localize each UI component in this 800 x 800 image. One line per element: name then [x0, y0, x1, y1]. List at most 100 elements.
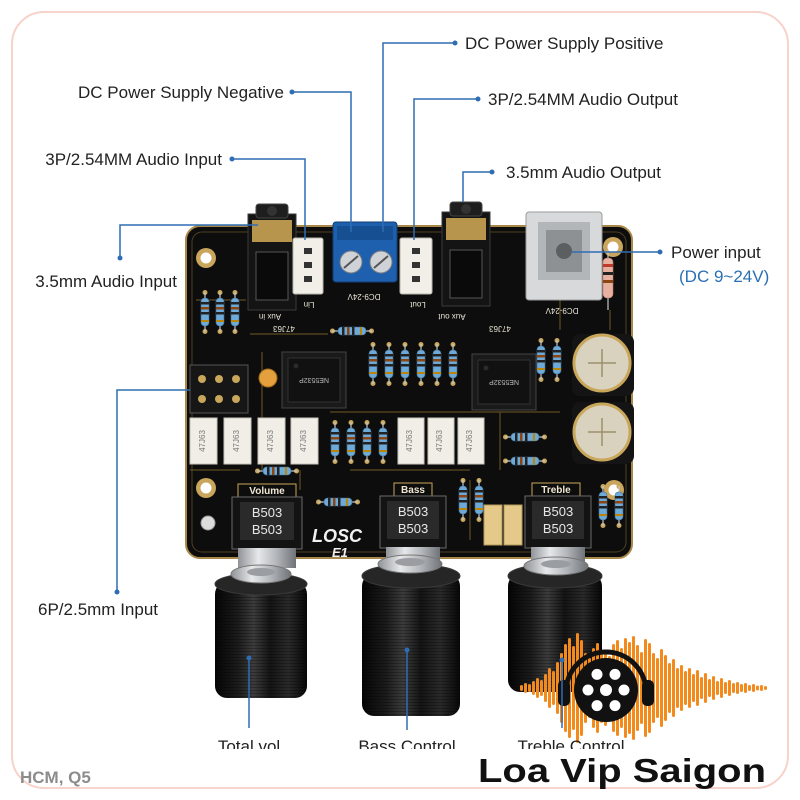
- waveform-bar: [740, 684, 743, 692]
- chip-label: NE5532P: [299, 376, 329, 383]
- cap-label: 47J63: [266, 430, 275, 452]
- pcb-board: Aux in Lin DC9-24V Lout Aux out DC9-24V …: [185, 201, 634, 560]
- waveform-bar: [696, 670, 699, 706]
- pot-label-treble: Treble: [541, 485, 571, 496]
- leader-audio-input-35: [119, 224, 258, 258]
- waveform-bar: [536, 678, 539, 698]
- pot-value: B503: [398, 521, 428, 536]
- waveform-bar: [548, 668, 551, 708]
- opamp-chip: NE5532P: [281, 351, 347, 409]
- watermark-location: HCM, Q5: [20, 768, 91, 787]
- waveform-bar: [764, 686, 767, 690]
- speaker-headphone-icon: [558, 649, 654, 722]
- cap-label: 47J63: [435, 430, 444, 452]
- cap-label: 47J63: [299, 430, 308, 452]
- pot-value: B503: [252, 522, 282, 537]
- audio-output-jack: [441, 201, 491, 307]
- film-capacitor: 47J63: [290, 417, 319, 465]
- pot-value: B503: [252, 505, 282, 520]
- cap-label: 47J63: [465, 430, 474, 452]
- waveform-bar: [676, 668, 679, 708]
- knob-bass: [361, 554, 461, 716]
- label-total-vol: Total vol: [218, 737, 280, 756]
- audio-input-jack: [247, 203, 297, 311]
- film-capacitor: [483, 504, 503, 546]
- label-audio-output-3p: 3P/2.54MM Audio Output: [488, 90, 678, 109]
- pot-value: B503: [543, 521, 573, 536]
- board-model-sub: E1: [332, 545, 348, 560]
- opamp-chip: NE5532P: [471, 353, 537, 411]
- cap-label: 47J63: [232, 430, 241, 452]
- waveform-bar: [664, 655, 667, 721]
- audio-output-header: [399, 237, 433, 295]
- film-capacitor: 47J63: [397, 417, 425, 465]
- film-capacitor: 47J63: [189, 417, 218, 465]
- film-capacitor: 47J63: [457, 417, 485, 465]
- waveform-bar: [672, 659, 675, 717]
- cap-label: 47J63: [405, 430, 414, 452]
- waveform-bar: [748, 685, 751, 691]
- silk-aux-in: Aux in: [259, 312, 281, 321]
- film-capacitor: 47J63: [223, 417, 252, 465]
- silk-cap-marking: 47J63: [273, 324, 295, 333]
- bottom-labels: Total vol Bass Control Treble Control: [218, 737, 625, 756]
- waveform-bar: [684, 671, 687, 705]
- label-audio-output-35: 3.5mm Audio Output: [506, 163, 661, 182]
- waveform-bar: [656, 658, 659, 718]
- electrolytic-capacitor: [572, 333, 634, 396]
- pot-volume: Volume B503 B503: [231, 483, 303, 568]
- led: [200, 515, 216, 531]
- silk-dc-marking: DC9-24V: [545, 306, 579, 315]
- waveform-bar: [532, 681, 535, 695]
- dc-screw-terminal: [332, 221, 398, 283]
- film-capacitor: [503, 504, 523, 546]
- waveform-bar: [540, 680, 543, 696]
- waveform-bar: [732, 683, 735, 693]
- leader-audio-output-35: [462, 171, 492, 202]
- waveform-bar: [660, 649, 663, 727]
- board-model: LOSC: [312, 526, 363, 546]
- label-audio-input-3p: 3P/2.54MM Audio Input: [45, 150, 222, 169]
- mounting-hole: [196, 248, 216, 268]
- ceramic-capacitor: [258, 368, 278, 388]
- annotation-lines: [114, 40, 663, 730]
- silk-aux-out: Aux out: [438, 312, 466, 321]
- silk-lin: Lin: [304, 300, 315, 309]
- waveform-bar: [520, 685, 523, 691]
- mounting-hole: [196, 478, 216, 498]
- leader-audio-output-3p: [413, 98, 478, 240]
- label-power-input-range: (DC 9~24V): [679, 267, 769, 286]
- waveform-bar: [528, 684, 531, 692]
- pot-treble: Treble B503 B503: [524, 482, 592, 565]
- waveform-bar: [688, 668, 691, 708]
- silk-cap-marking: 47J63: [489, 324, 511, 333]
- leader-dc-negative: [292, 91, 352, 232]
- leader-dc-positive: [382, 42, 455, 232]
- watermark-brand: Loa Vip Saigon: [478, 752, 766, 789]
- waveform-bar: [744, 683, 747, 693]
- waveform-bar: [736, 682, 739, 694]
- film-capacitor: 47J63: [257, 417, 286, 465]
- waveform-bar: [708, 679, 711, 697]
- pot-value: B503: [398, 504, 428, 519]
- silk-lout: Lout: [409, 300, 425, 309]
- label-6p-input: 6P/2.5mm Input: [38, 600, 158, 619]
- film-capacitor: 47J63: [427, 417, 455, 465]
- label-treble-control: Treble Control: [517, 737, 624, 756]
- knob-volume: [214, 564, 308, 698]
- waveform-bar: [544, 674, 547, 702]
- waveform-bar: [760, 685, 763, 691]
- label-bass-control: Bass Control: [358, 737, 455, 756]
- pot-value: B503: [543, 504, 573, 519]
- waveform-bar: [712, 676, 715, 700]
- power-resistor: [602, 250, 614, 310]
- chip-label: NE5532P: [489, 378, 519, 385]
- mounting-hole: [603, 237, 623, 257]
- label-audio-input-35: 3.5mm Audio Input: [35, 272, 177, 291]
- leader-audio-input-3p: [232, 158, 306, 240]
- cap-label: 47J63: [198, 430, 207, 452]
- label-dc-negative: DC Power Supply Negative: [78, 83, 284, 102]
- silk-dc-marking: DC9-24V: [347, 292, 381, 301]
